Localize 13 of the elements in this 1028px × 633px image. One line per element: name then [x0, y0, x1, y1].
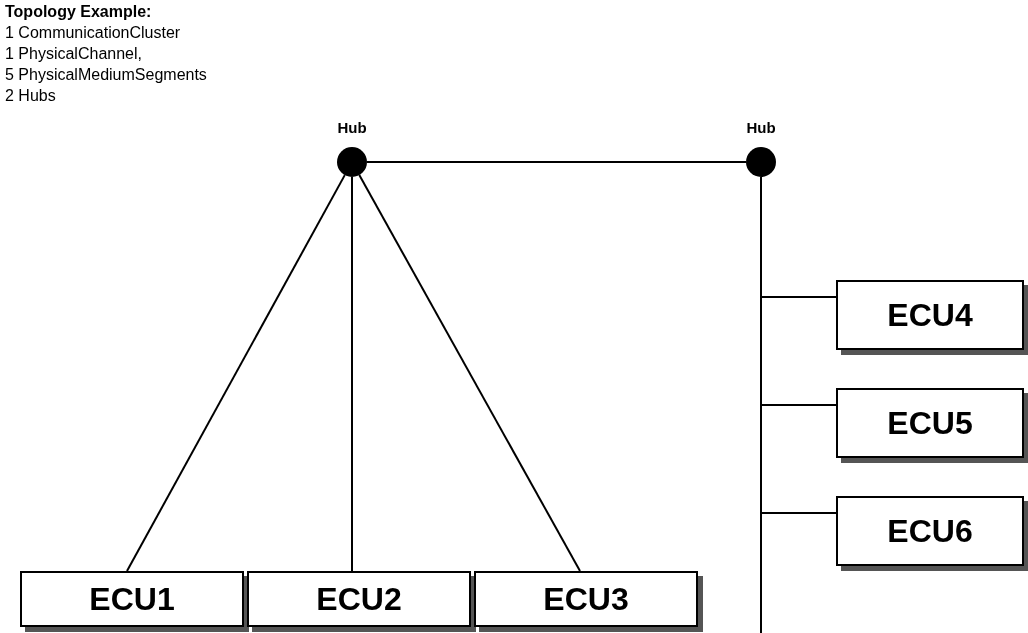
- link-line: [366, 161, 747, 163]
- hub-label: Hub: [746, 119, 776, 136]
- hub-dot: [746, 147, 776, 177]
- link-line: [126, 174, 346, 572]
- note-text: 2 Hubs: [5, 87, 56, 105]
- link-line: [351, 176, 353, 572]
- note-text: 5 PhysicalMediumSegments: [5, 66, 207, 84]
- note-text: 1 PhysicalChannel,: [5, 45, 142, 63]
- hub-dot: [337, 147, 367, 177]
- hub-label: Hub: [337, 119, 367, 136]
- note-text: 1 CommunicationCluster: [5, 24, 181, 42]
- link-line: [358, 174, 581, 572]
- title: Topology Example:: [5, 3, 152, 21]
